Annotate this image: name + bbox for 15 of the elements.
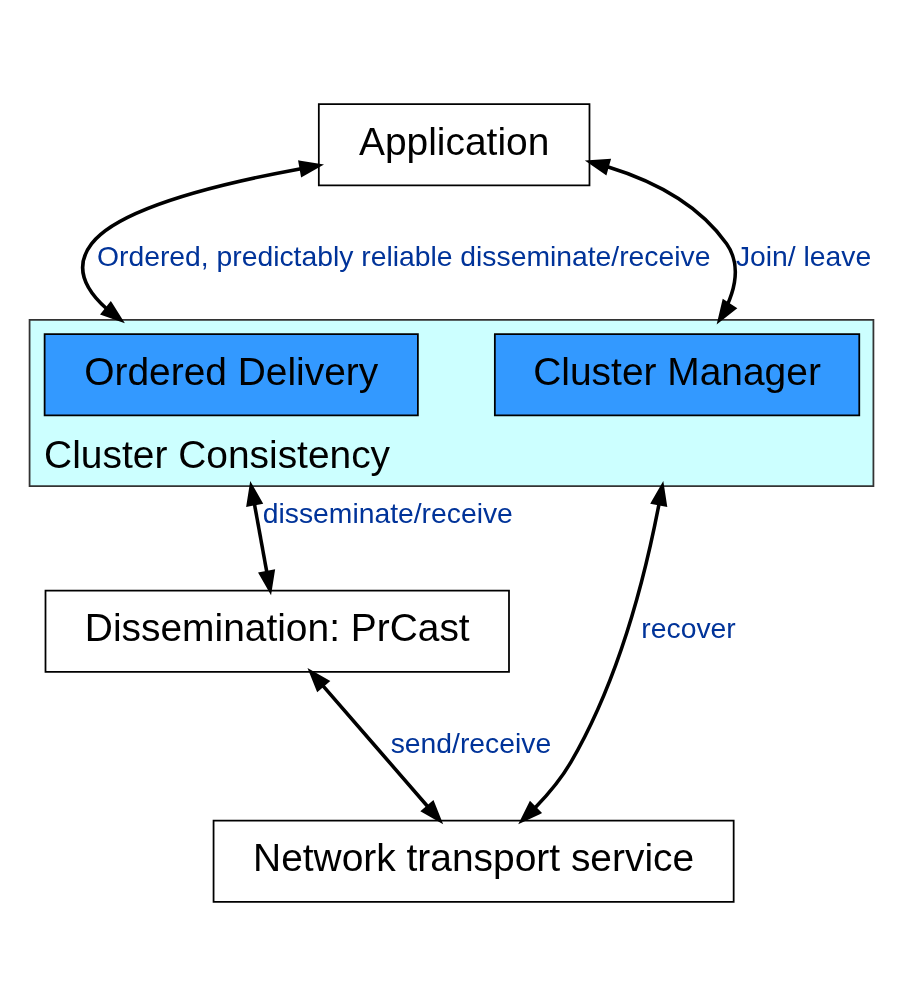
- arrow: [246, 480, 276, 595]
- edge-label: disseminate/receive: [262, 496, 513, 529]
- arrow: [584, 158, 738, 324]
- node-box: Network transport service: [212, 819, 735, 903]
- edge-label: recover: [641, 611, 736, 644]
- edge-label: send/receive: [390, 726, 552, 759]
- edge-label: Join/ leave: [735, 239, 872, 272]
- arrow: [307, 667, 444, 824]
- node-box: Ordered Delivery: [43, 332, 419, 416]
- arrow: [518, 480, 668, 824]
- edge-label: Ordered, predictably reliable disseminate/receive: [97, 239, 711, 272]
- node-box: Application: [317, 102, 591, 186]
- arrow: [81, 159, 324, 323]
- node-box: Cluster Manager: [493, 332, 861, 416]
- node-box: Dissemination: PrCast: [44, 589, 510, 673]
